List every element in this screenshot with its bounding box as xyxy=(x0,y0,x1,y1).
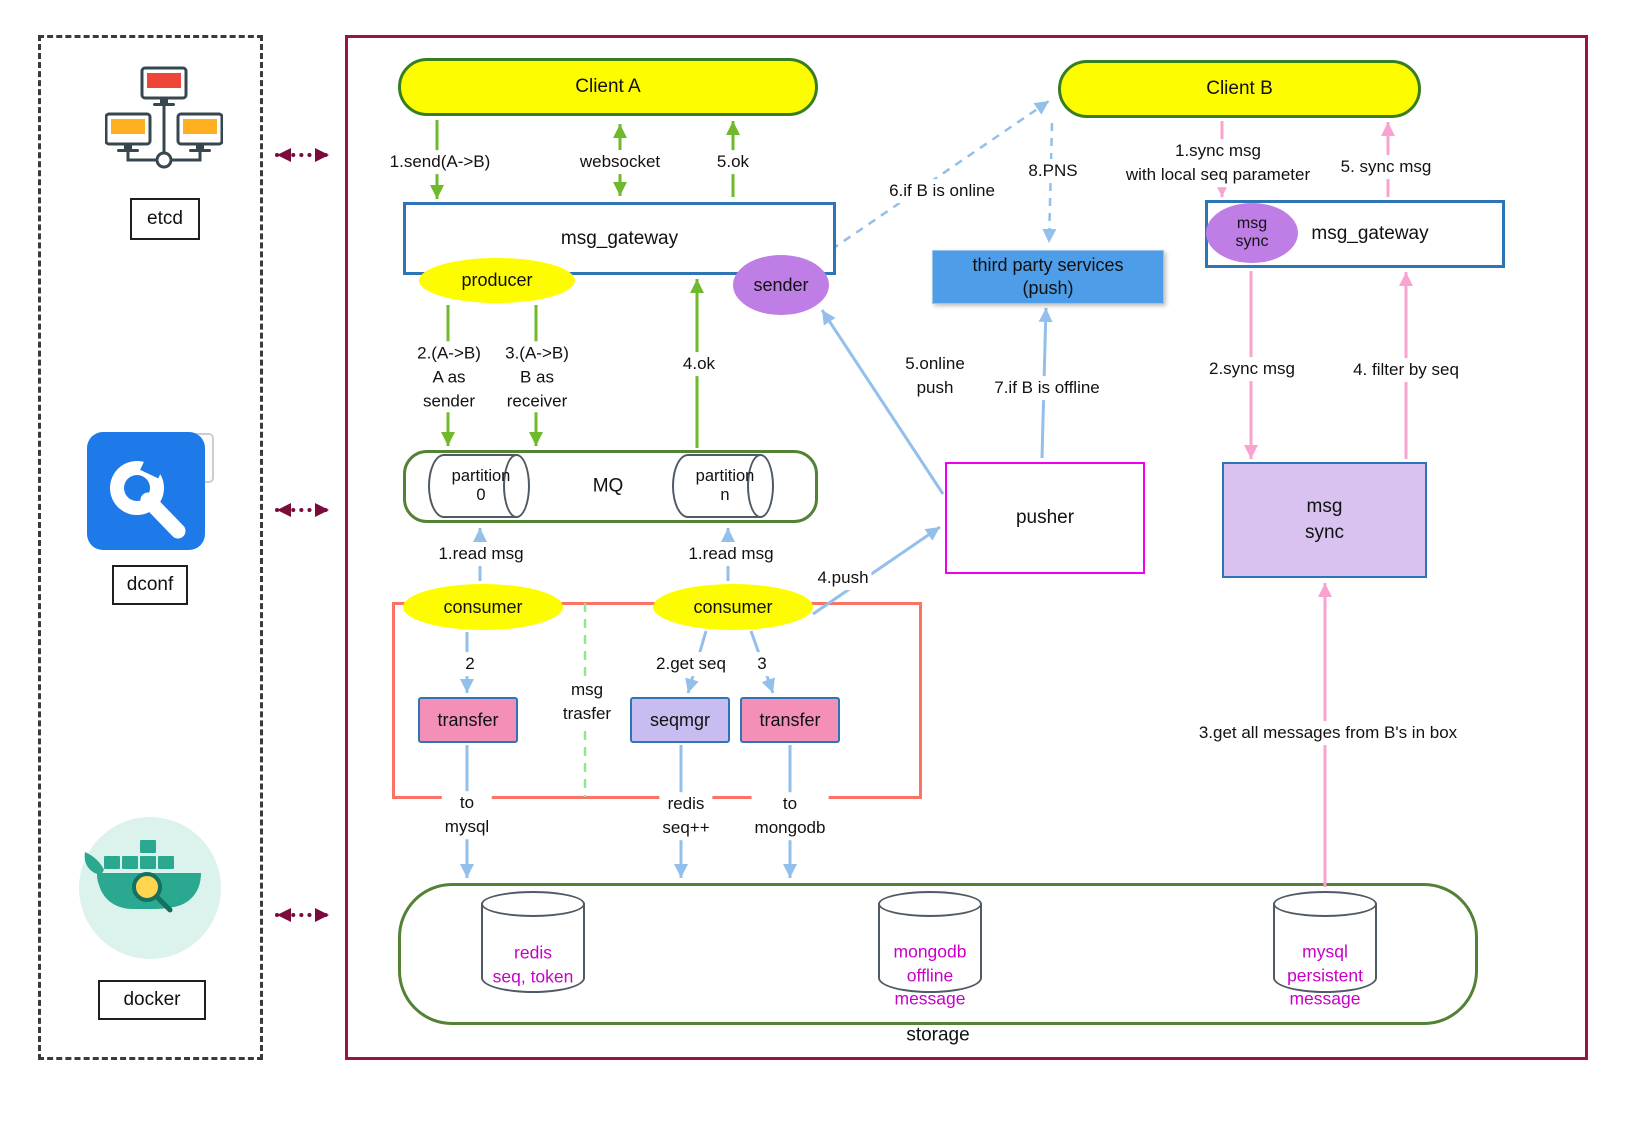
node-sender: sender xyxy=(733,255,829,315)
partition-0-label: partition 0 xyxy=(451,467,511,504)
redis-cylinder xyxy=(481,891,585,993)
if-b-offline-label: 7.if B is offline xyxy=(991,376,1103,400)
online-push-label: 5.online push xyxy=(902,352,968,400)
node-third-party-services: third party services (push) xyxy=(932,250,1164,304)
sync-msg-down-label: 1.sync msg with local seq parameter xyxy=(1122,139,1314,187)
mongodb-cylinder-body xyxy=(878,904,982,993)
ok4-label: 4.ok xyxy=(679,352,719,376)
mysql-label: mysql persistent message xyxy=(1287,941,1363,1009)
mysql-cylinder-top xyxy=(1273,891,1377,917)
dconf-icon xyxy=(85,430,217,556)
send-ab-label: 1.send(A->B) xyxy=(386,150,494,174)
read-msg-right-label: 1.read msg xyxy=(685,542,777,566)
push4-label: 4.push xyxy=(814,566,872,590)
main-boundary xyxy=(345,35,1588,1060)
node-seqmgr: seqmgr xyxy=(630,697,730,743)
partition-n-label: partition n xyxy=(695,467,755,504)
node-consumer-right: consumer xyxy=(653,584,813,630)
partition-0-cap xyxy=(503,454,530,518)
etcd-icon xyxy=(105,66,223,176)
node-producer: producer xyxy=(419,258,575,303)
to-mongodb-label: to mongodb xyxy=(751,792,829,840)
if-b-online-label: 6.if B is online xyxy=(886,179,998,203)
ok5-label: 5.ok xyxy=(713,150,753,174)
mongodb-cylinder xyxy=(878,891,982,993)
mongodb-cylinder-top xyxy=(878,891,982,917)
filter-by-seq-label: 4. filter by seq xyxy=(1350,358,1462,382)
pns-label: 8.PNS xyxy=(1025,159,1081,183)
node-client-b: Client B xyxy=(1058,60,1421,118)
read-msg-left-label: 1.read msg xyxy=(435,542,527,566)
step2-label: 2 xyxy=(462,652,478,676)
node-pusher: pusher xyxy=(945,462,1145,574)
etcd-label: etcd xyxy=(130,198,200,240)
infra-panel xyxy=(38,35,263,1060)
node-client-a: Client A xyxy=(398,58,818,116)
node-consumer-left: consumer xyxy=(403,584,563,630)
mysql-cylinder-body xyxy=(1273,904,1377,993)
partition-n-cap xyxy=(747,454,774,518)
b-as-receiver-label: 3.(A->B) B as receiver xyxy=(502,341,572,413)
mq-label: MQ xyxy=(589,473,627,501)
node-transfer-left: transfer xyxy=(418,697,518,743)
storage-label: storage xyxy=(906,1024,970,1046)
mysql-cylinder xyxy=(1273,891,1377,993)
node-partition-n: partition n xyxy=(672,454,774,518)
step3-label: 3 xyxy=(754,652,770,676)
get-all-messages-label: 3.get all messages from B's in box xyxy=(1195,721,1461,745)
node-msg-sync-ellipse: msg sync xyxy=(1206,203,1298,263)
docker-icon xyxy=(77,815,223,961)
redis-label: redis seq, token xyxy=(492,942,574,986)
node-msg-sync: msg sync xyxy=(1222,462,1427,578)
a-as-sender-label: 2.(A->B) A as sender xyxy=(414,341,484,413)
redis-cylinder-body xyxy=(481,904,585,993)
websocket-label: websocket xyxy=(576,150,664,174)
get-seq-label: 2.get seq xyxy=(653,652,729,676)
msg-trasfer-label: msg trasfer xyxy=(559,678,615,726)
redis-seq-label: redis seq++ xyxy=(659,792,713,840)
sync-msg2-label: 2.sync msg xyxy=(1206,357,1298,381)
mongodb-label: mongodb offline message xyxy=(893,941,967,1009)
docker-label: docker xyxy=(98,980,206,1020)
to-mysql-label: to mysql xyxy=(441,791,493,839)
node-transfer-right: transfer xyxy=(740,697,840,743)
redis-cylinder-top xyxy=(481,891,585,917)
dconf-label: dconf xyxy=(112,565,188,605)
node-partition-0: partition 0 xyxy=(428,454,530,518)
sync-msg-up-label: 5. sync msg xyxy=(1337,155,1435,179)
